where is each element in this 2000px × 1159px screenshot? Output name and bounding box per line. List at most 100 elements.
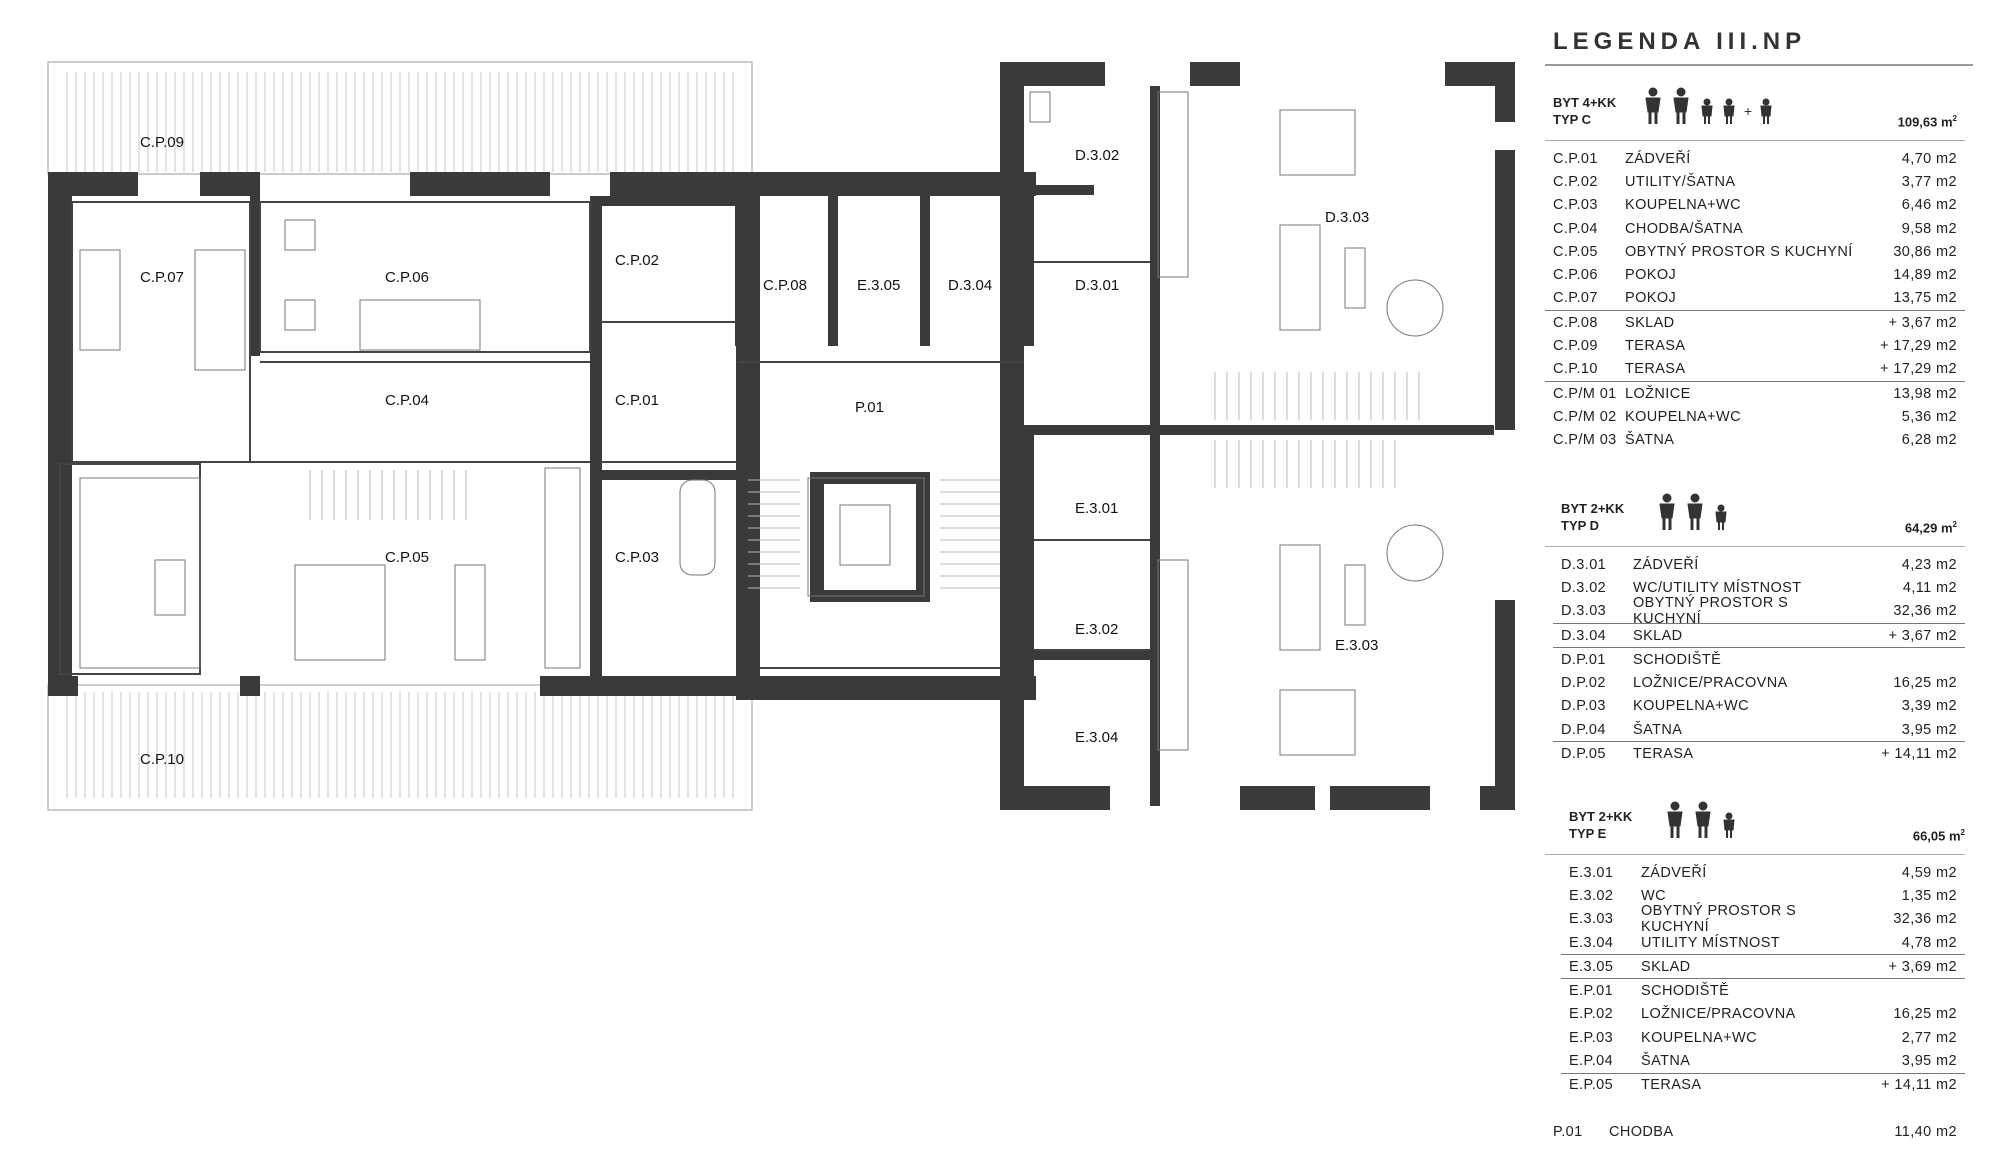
row-area: 32,36 m2 [1893,911,1957,928]
label-cp01: C.P.01 [615,392,659,409]
row-area: + 17,29 m2 [1880,338,1957,355]
row-code: C.P.09 [1553,338,1598,355]
label-e305: E.3.05 [857,277,900,294]
row-name: OBYTNÝ PROSTOR S KUCHYNÍ [1641,903,1797,936]
row-name: ŠATNA [1633,721,1683,738]
row-code: E.P.02 [1569,1006,1614,1023]
row-name: TERASA [1625,361,1686,378]
row-code: P.01 [1553,1123,1583,1140]
label-d303: D.3.03 [1325,209,1369,226]
row-area: 16,25 m2 [1893,675,1957,692]
row-area: 4,11 m2 [1902,579,1957,596]
row-area: 5,36 m2 [1901,408,1957,425]
row-area: 14,89 m2 [1893,267,1957,284]
row-code: D.P.02 [1561,675,1606,692]
stairs-west [309,470,467,520]
furniture [79,91,1444,756]
terrace-north [47,61,753,175]
row-code: C.P.05 [1553,243,1598,260]
row-area: 16,25 m2 [1893,1006,1957,1023]
row-code: C.P.04 [1553,220,1598,237]
row-name: ZÁDVEŘÍ [1633,556,1699,573]
unit-title-line1: BYT 4+KK [1553,95,1617,110]
row-name: UTILITY/ŠATNA [1625,173,1736,190]
row-name: KOUPELNA+WC [1633,698,1749,715]
unit-area: 66,05 m2 [1912,828,1965,844]
row-code: E.3.02 [1569,887,1614,904]
row-name: LOŽNICE/PRACOVNA [1641,1006,1796,1023]
label-cp09: C.P.09 [140,134,184,151]
row-name: ZÁDVEŘÍ [1625,150,1691,167]
thin-partitions [59,201,1150,675]
unit-title: BYT 4+KK TYP C [1553,94,1616,128]
row-name: ŠATNA [1625,432,1675,449]
svg-text:+: + [1744,103,1752,119]
unit-title: BYT 2+KK TYP E [1569,808,1632,842]
unit-area: 64,29 m2 [1904,520,1957,536]
label-cp05: C.P.05 [385,549,429,566]
floor-plan: C.P.09 C.P.07 C.P.06 C.P.02 C.P.08 E.3.0… [47,61,1515,811]
row-area: 32,36 m2 [1893,603,1957,620]
label-d304: D.3.04 [948,277,992,294]
label-e301: E.3.01 [1075,500,1118,517]
row-area: 13,98 m2 [1893,385,1957,402]
row-code: C.P.02 [1553,173,1598,190]
row-area: 4,59 m2 [1901,864,1957,881]
row-area: 3,95 m2 [1901,1053,1957,1070]
row-name: ZÁDVEŘÍ [1641,864,1707,881]
row-name: UTILITY MÍSTNOST [1641,934,1781,951]
legend-title: LEGENDA III.NP [1545,22,1973,66]
row-area: 13,75 m2 [1893,290,1957,307]
row-code: E.3.05 [1569,958,1614,975]
row-code: E.P.05 [1569,1077,1614,1094]
row-name: SCHODIŠTĚ [1633,651,1722,668]
row-code: D.3.02 [1561,579,1607,596]
row-code: E.3.04 [1569,934,1614,951]
row-name: KOUPELNA+WC [1641,1029,1757,1046]
legend-row: E.3.05 SKLAD + 3,69 m2 [1561,954,1965,978]
row-name: TERASA [1625,338,1686,355]
legend-row: E.3.04 UTILITY MÍSTNOST 4,78 m2 [1561,931,1965,954]
row-area: + 3,69 m2 [1888,958,1957,975]
row-area: + 3,67 m2 [1888,314,1957,331]
row-area: 6,46 m2 [1901,197,1957,214]
row-area: + 14,11 m2 [1881,746,1957,763]
row-code: D.3.03 [1561,603,1607,620]
row-code: E.P.03 [1569,1029,1614,1046]
row-area: 4,78 m2 [1901,934,1957,951]
row-name: SKLAD [1641,958,1691,975]
label-d301: D.3.01 [1075,277,1119,294]
label-cp08: C.P.08 [763,277,807,294]
occupants-icon: + [1645,87,1772,124]
row-area: + 3,67 m2 [1888,627,1957,644]
row-name: TERASA [1633,746,1694,763]
row-code: C.P.07 [1553,290,1598,307]
unit-title-line2: TYP D [1561,518,1600,533]
row-area: 4,70 m2 [1901,150,1957,167]
row-area: 1,35 m2 [1901,887,1957,904]
row-area: + 17,29 m2 [1880,361,1957,378]
row-name: CHODBA/ŠATNA [1625,220,1744,237]
